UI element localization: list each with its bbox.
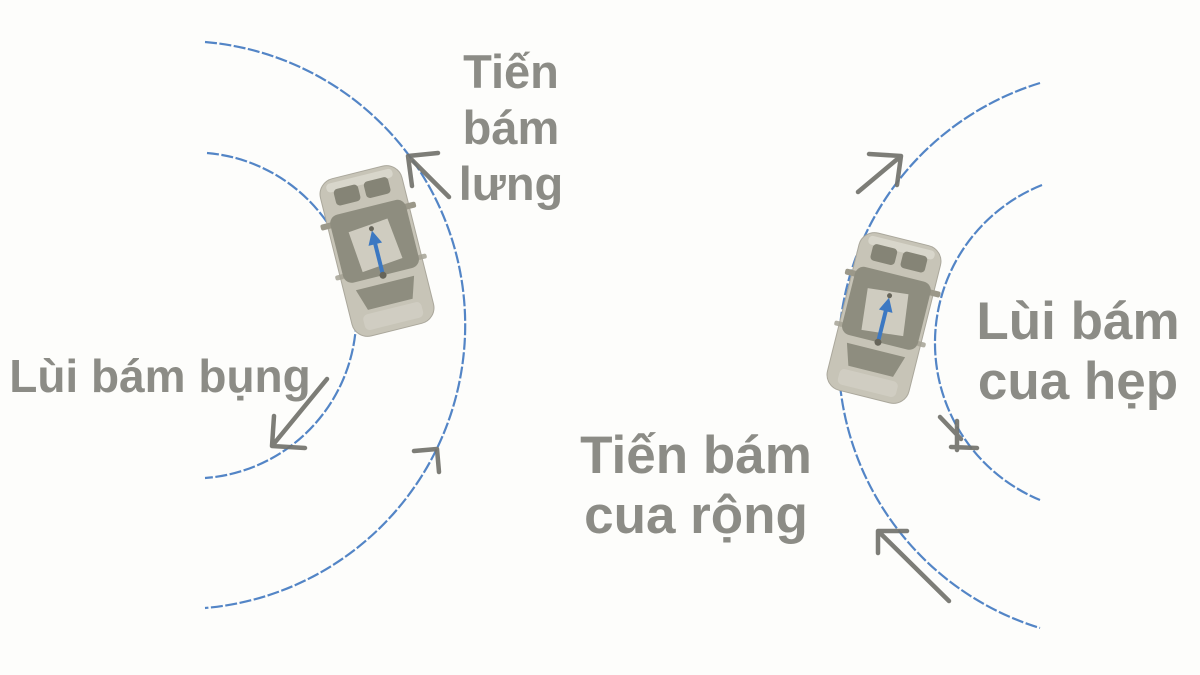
left-outer-path-arc: [204, 40, 467, 610]
label-line: Lùi bám: [976, 292, 1180, 351]
forward-up-right-arrow-icon: [855, 151, 904, 195]
forward-up-left-arrow-icon-2: [875, 528, 952, 604]
label-lui-bam-bung: Lùi bám bụng: [0, 348, 320, 404]
reverse-down-right-arrow-icon: [937, 414, 980, 453]
reverse-down-left-arrow-icon: [269, 376, 330, 451]
label-line: lưng: [458, 157, 564, 210]
car-top-view-right: [814, 225, 954, 411]
forward-up-left-arrow-icon: [405, 150, 452, 200]
label-line: Tiến: [463, 45, 559, 98]
label-line: cua rộng: [584, 486, 808, 545]
label-tien-bam-cua-rong: Tiến bám cua rộng: [564, 426, 828, 546]
label-line: bám: [462, 101, 560, 154]
label-tien-bam-lung: Tiến bám lưng: [396, 44, 626, 212]
label-line: cua hẹp: [977, 352, 1179, 411]
right-inner-path-arc: [933, 183, 1043, 502]
label-lui-bam-cua-hep: Lùi bám cua hẹp: [946, 292, 1200, 412]
label-line: Tiến bám: [580, 426, 812, 485]
label-line: Lùi bám bụng: [9, 350, 311, 402]
forward-up-right-arrowhead-icon: [411, 446, 442, 475]
